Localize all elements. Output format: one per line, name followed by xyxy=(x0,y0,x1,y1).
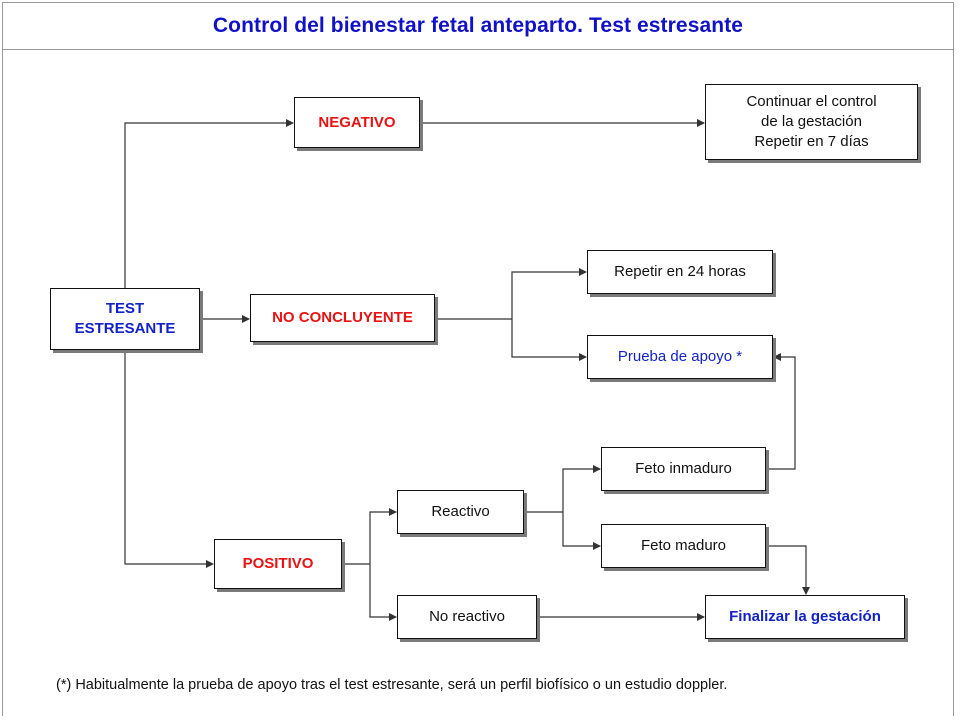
node-no-reactivo: No reactivo xyxy=(397,595,537,639)
node-feto-inmaduro: Feto inmaduro xyxy=(601,447,766,491)
node-finalizar-gestacion: Finalizar la gestación xyxy=(705,595,905,639)
connector-to-reactivo xyxy=(369,508,397,564)
footnote: (*) Habitualmente la prueba de apoyo tra… xyxy=(56,677,728,693)
connector-to-inmaduro xyxy=(562,465,601,512)
connector-inmaduro-prueba xyxy=(766,353,796,470)
node-positivo: POSITIVO xyxy=(214,539,342,589)
connector-to-maduro xyxy=(562,512,601,550)
connector-to-repetir24 xyxy=(511,268,587,319)
node-continuar-control: Continuar el control de la gestación Rep… xyxy=(705,84,918,160)
node-prueba-de-apoyo: Prueba de apoyo * xyxy=(587,335,773,379)
connector-test-positivo xyxy=(124,350,214,568)
page-title: Control del bienestar fetal anteparto. T… xyxy=(212,13,744,37)
node-negativo: NEGATIVO xyxy=(294,97,420,148)
title-bar: Control del bienestar fetal anteparto. T… xyxy=(2,2,954,50)
connector-maduro-finalizar xyxy=(766,545,810,595)
node-repetir-24-horas: Repetir en 24 horas xyxy=(587,250,773,294)
node-feto-maduro: Feto maduro xyxy=(601,524,766,568)
node-test-estresante: TEST ESTRESANTE xyxy=(50,288,200,350)
connector-to-prueba xyxy=(511,319,587,361)
node-reactivo: Reactivo xyxy=(397,490,524,534)
connector-test-negativo xyxy=(124,119,294,288)
node-no-concluyente: NO CONCLUYENTE xyxy=(250,294,435,342)
connector-to-noreactivo xyxy=(369,564,397,621)
